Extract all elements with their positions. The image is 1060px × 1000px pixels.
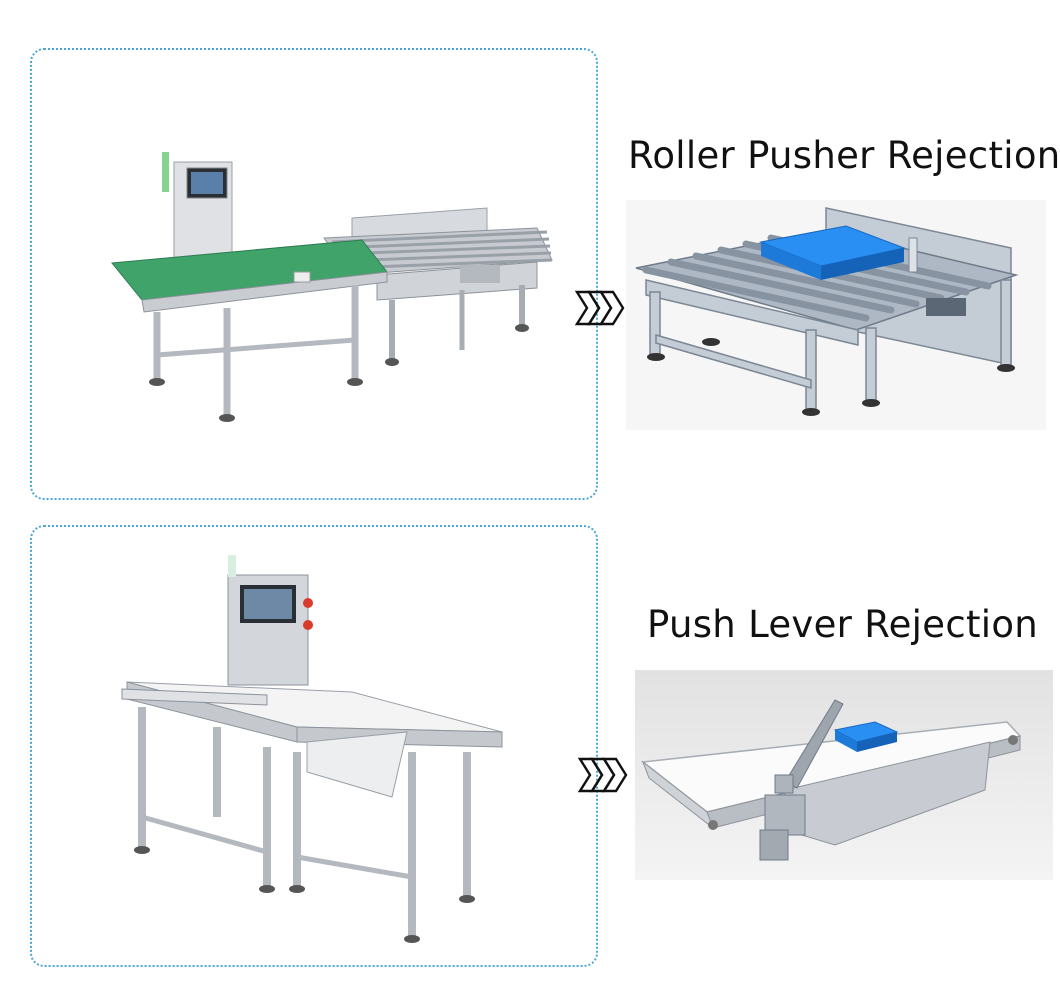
machine-photo-frame-2 [30, 525, 598, 967]
push-lever-rejection-title: Push Lever Rejection [647, 603, 1039, 646]
checkweigher-push-lever-image [121, 555, 503, 943]
roller-pusher-3d-illustration [626, 200, 1046, 430]
triple-chevron-right-icon [578, 757, 628, 793]
checkweigher-roller-pusher-image [111, 152, 553, 422]
belt-conveyors [121, 681, 503, 798]
machine-photo-frame-1 [30, 48, 598, 500]
triple-chevron-right-icon [575, 290, 625, 326]
weigher-column [227, 555, 313, 686]
weighing-conveyor [111, 152, 388, 422]
push-lever-3d-illustration [635, 670, 1053, 880]
roller-pusher-rejection-title: Roller Pusher Rejection [628, 134, 1060, 177]
frame-legs [138, 707, 471, 937]
